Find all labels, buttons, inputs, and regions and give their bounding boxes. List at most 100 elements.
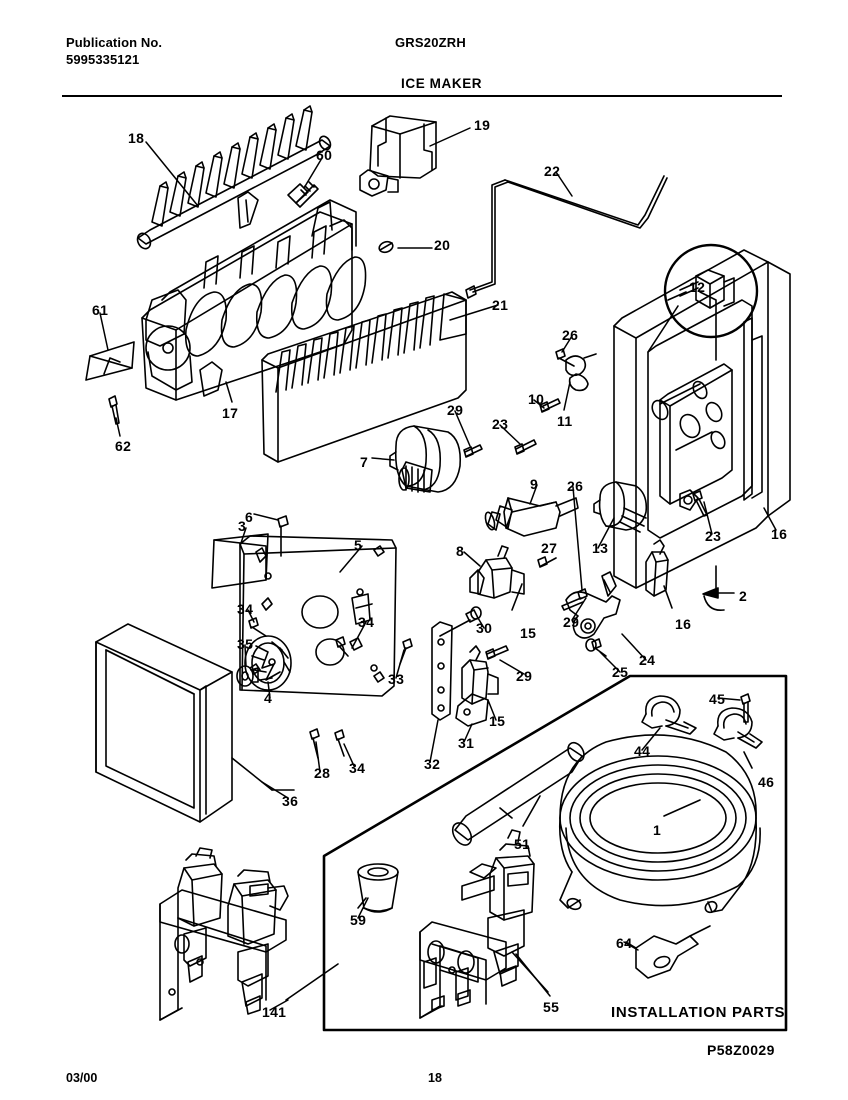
callout-8: 8 (456, 543, 465, 559)
part-46-clamp (713, 707, 763, 749)
part-12-detail-circle (663, 243, 759, 339)
callout-7: 7 (360, 454, 369, 470)
callout-16a: 16 (771, 526, 788, 542)
callout-13: 13 (592, 540, 609, 556)
leader-1 (663, 799, 701, 817)
callout-23a: 23 (492, 416, 509, 432)
callout-24: 24 (639, 652, 656, 668)
part-64-clip (635, 925, 711, 979)
part-27-screw (537, 556, 557, 568)
part-6-screw (277, 515, 289, 557)
callout-10: 10 (528, 391, 545, 407)
callout-26b: 26 (567, 478, 584, 494)
callout-22: 22 (544, 163, 561, 179)
part-60-screw (287, 181, 319, 208)
part-7-motor (389, 425, 462, 493)
callout-20: 20 (434, 237, 451, 253)
part-3-gasket (211, 533, 269, 589)
part-16-module-housing (613, 249, 791, 589)
part-4-drive-gear (244, 635, 292, 691)
callout-19: 19 (474, 117, 491, 133)
part-8-switch (469, 545, 525, 599)
part-51-tube (451, 741, 585, 846)
part-44-clamp (641, 695, 697, 735)
part-55-water-valve (419, 829, 535, 1019)
leader-46 (743, 751, 753, 769)
leader-141 (285, 963, 339, 1001)
part-26-screw-a (555, 348, 575, 367)
callout-12: 12 (689, 279, 706, 295)
leader-lines (99, 127, 777, 1011)
part-25-screw (585, 638, 607, 657)
leader-12 (647, 305, 679, 353)
callout-36: 36 (282, 793, 299, 809)
leader-16b (663, 585, 673, 609)
publication-label: Publication No. (66, 35, 163, 50)
part-9-solenoid (484, 497, 579, 537)
part-11-clip (565, 353, 597, 392)
header-divider (62, 95, 782, 97)
part-5-mounting-plate (239, 535, 397, 697)
part-62-screw (108, 395, 120, 425)
callout-32: 32 (424, 756, 441, 772)
callout-18: 18 (128, 130, 145, 146)
model-number: GRS20ZRH (395, 35, 466, 50)
part-34-screws (248, 617, 349, 757)
part-17-ice-mold (141, 191, 367, 401)
part-18-ejector-comb (136, 105, 332, 250)
leader-59 (357, 897, 367, 909)
part-13-gear (593, 481, 648, 533)
footer-date: 03/00 (66, 1071, 98, 1085)
part-20-bushing (378, 240, 394, 254)
part-16-lower-switch (645, 539, 669, 597)
part-29-screw-a (463, 444, 483, 458)
callout-11: 11 (557, 413, 573, 429)
part-10-pin (539, 398, 561, 413)
callout-25: 25 (612, 664, 629, 680)
callout-15a: 15 (520, 625, 537, 641)
part-21-crusher-comb (261, 291, 467, 463)
part-23-screw-a (514, 439, 537, 455)
footer-page-number: 18 (428, 1071, 442, 1085)
leader-64 (625, 941, 637, 949)
part-30-pin (439, 606, 482, 637)
part-1-water-tubing (558, 734, 761, 914)
callout-3: 3 (238, 518, 247, 534)
part-32-bracket (431, 621, 453, 721)
drawing-code: P58Z0029 (707, 1042, 775, 1058)
callout-29a: 29 (447, 402, 464, 418)
callout-17: 17 (222, 405, 239, 421)
callout-6: 6 (245, 509, 254, 525)
installation-parts-title: INSTALLATION PARTS (611, 1004, 786, 1021)
publication-block: Publication No. 5995335121 (66, 34, 162, 68)
callout-61: 61 (92, 302, 109, 318)
callout-28: 28 (314, 765, 331, 781)
leader-15a (511, 583, 523, 611)
callout-2: 2 (739, 588, 748, 604)
part-35-cap (236, 665, 259, 687)
callout-55: 55 (543, 999, 560, 1015)
callout-21: 21 (492, 297, 509, 313)
callout-60: 60 (316, 147, 333, 163)
callout-51: 51 (514, 836, 531, 852)
part-23-screws-housing (692, 490, 708, 517)
callout-4: 4 (264, 690, 273, 706)
part-15-switch-lower (461, 645, 499, 705)
publication-number: 5995335121 (66, 52, 140, 67)
callout-31: 31 (458, 735, 475, 751)
part-59-grommet (357, 863, 399, 913)
callout-26a: 26 (562, 327, 579, 343)
callout-15b: 15 (489, 713, 506, 729)
callout-34b: 34 (358, 614, 375, 630)
callout-29c: 29 (516, 668, 533, 684)
part-36-ice-bin (95, 623, 233, 823)
page-title: ICE MAKER (401, 76, 483, 91)
callout-16b: 16 (675, 616, 692, 632)
callout-27: 27 (541, 540, 558, 556)
callout-45: 45 (709, 691, 726, 707)
callout-34a: 34 (237, 601, 254, 617)
callout-46: 46 (758, 774, 775, 790)
callout-30: 30 (476, 620, 493, 636)
